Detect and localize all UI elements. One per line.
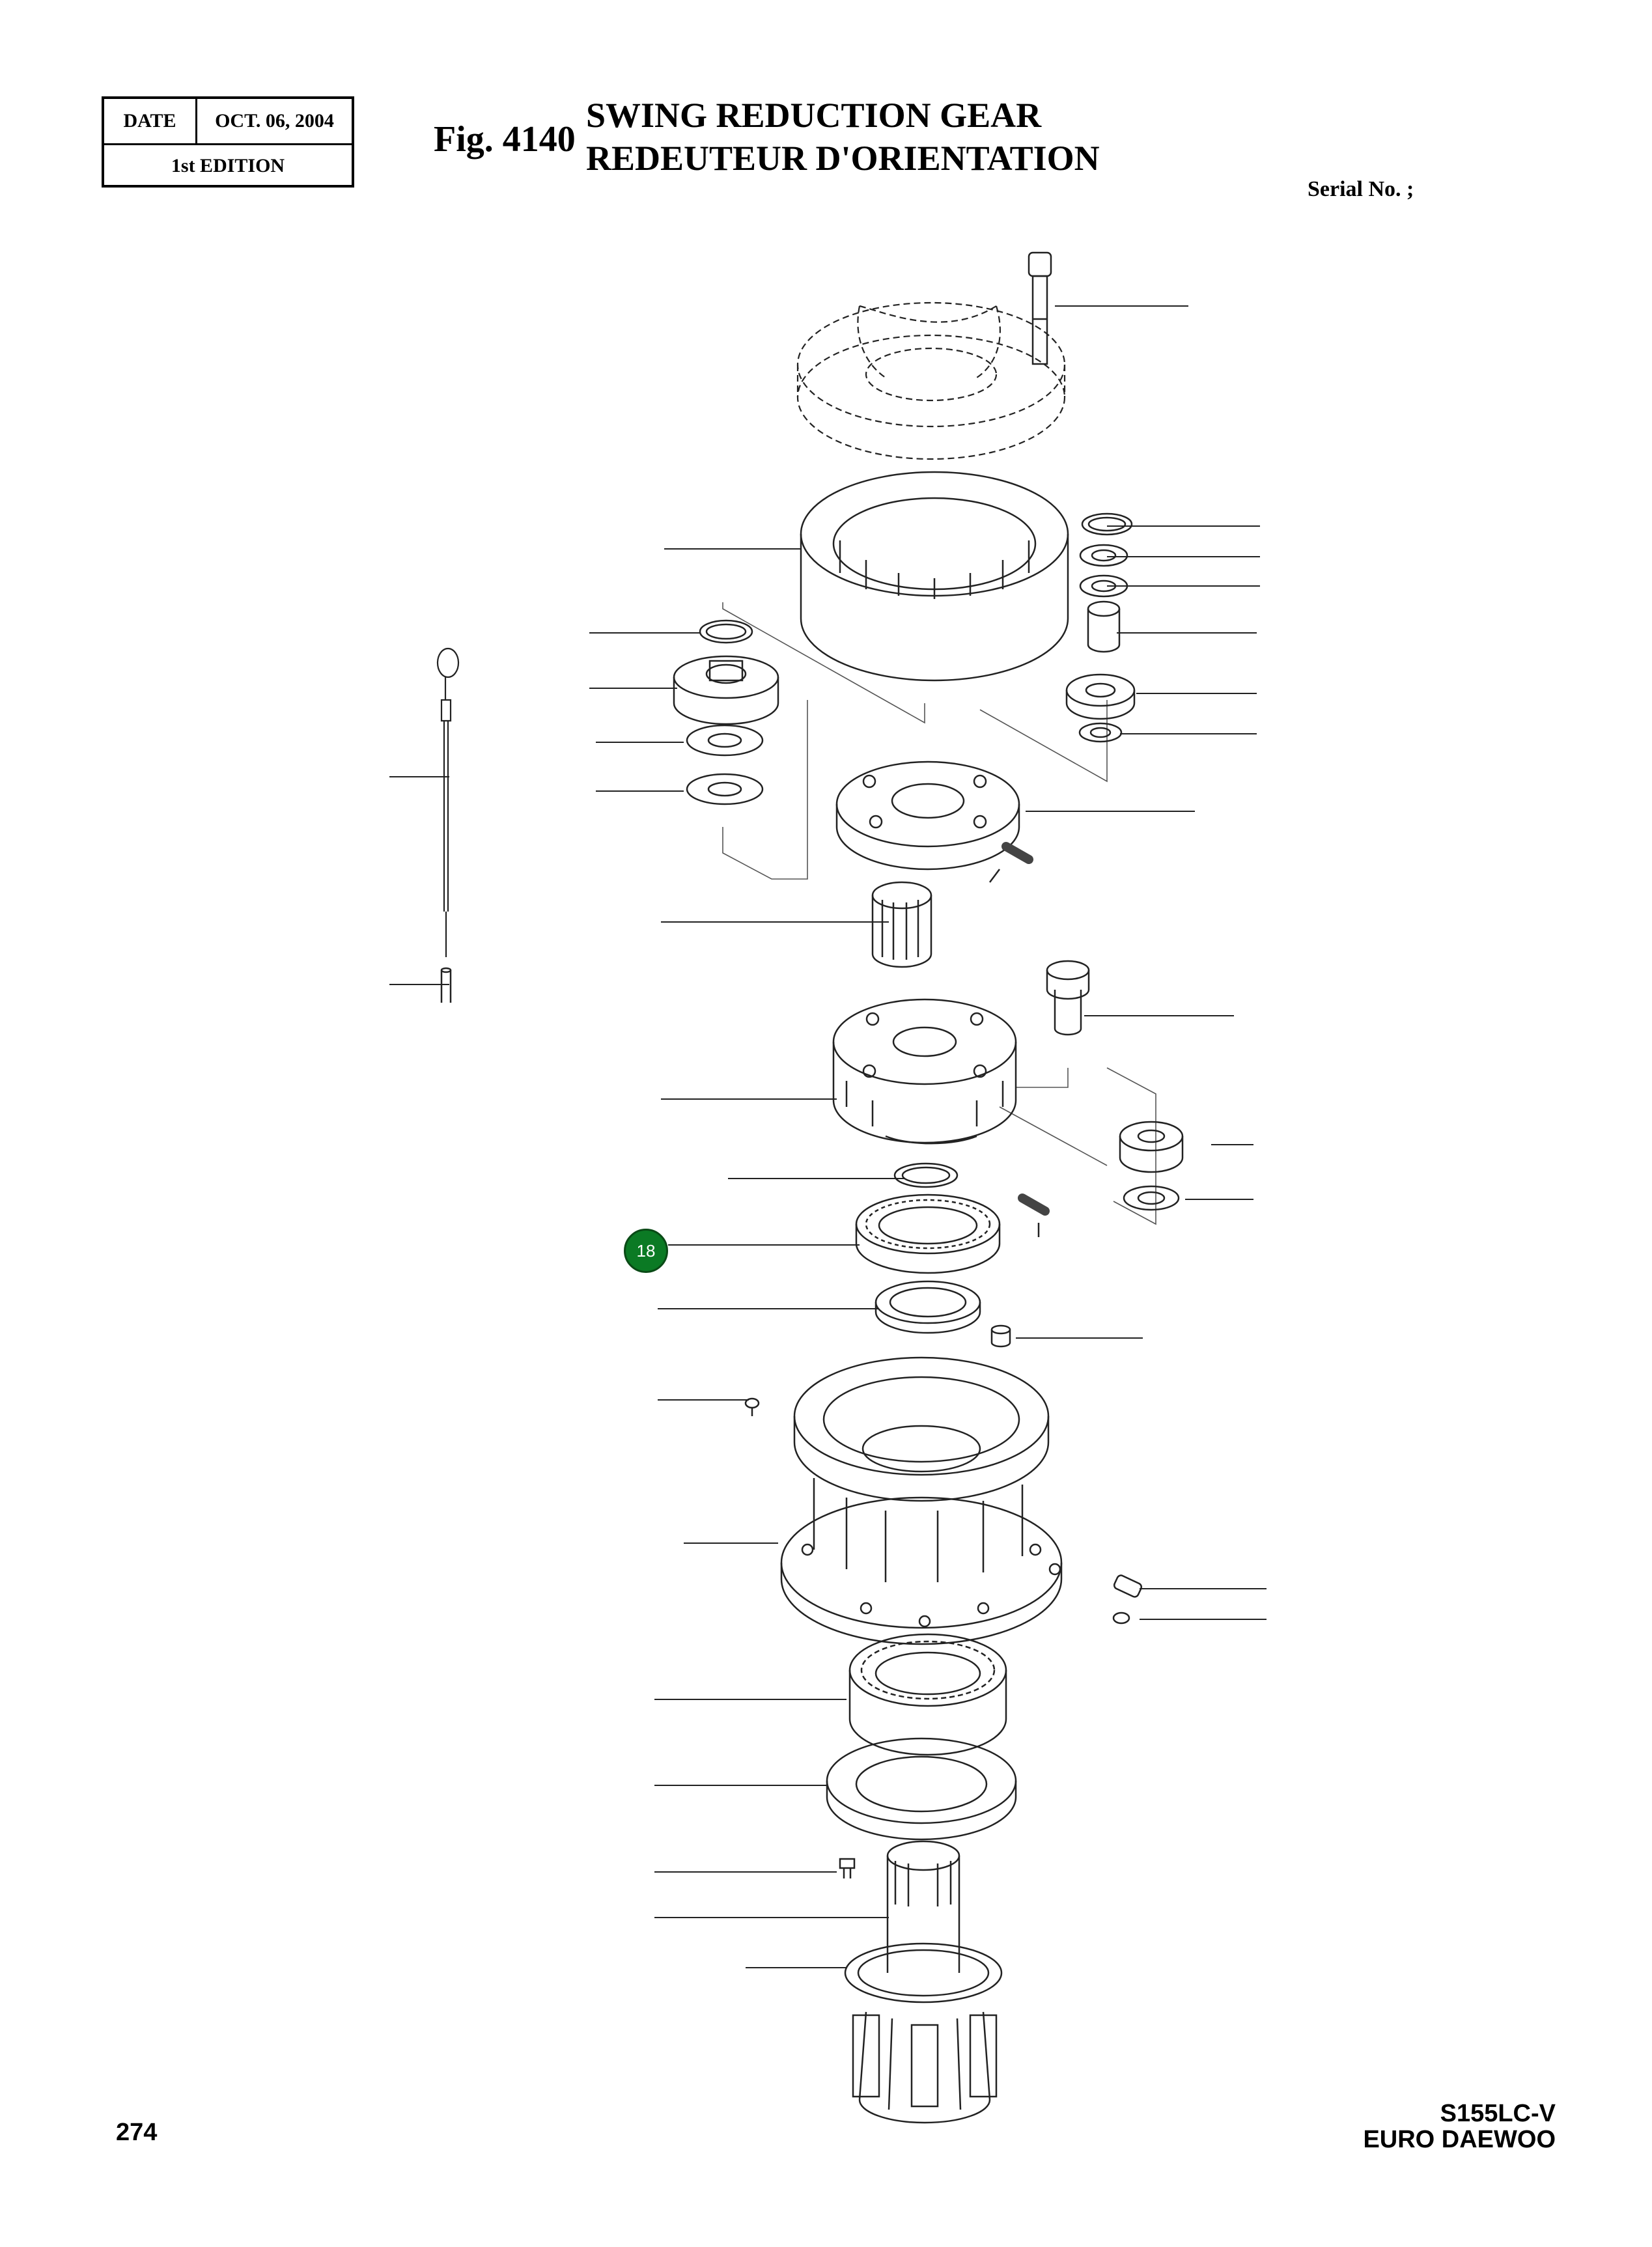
planet-carrier-1: [837, 762, 1019, 869]
date-row: DATE OCT. 06, 2004: [104, 99, 352, 145]
manufacturer-name: EURO DAEWOO: [1363, 2126, 1556, 2153]
callout-badge-18[interactable]: 18: [624, 1229, 668, 1273]
spring-pin-2: [1022, 1198, 1045, 1237]
grease-nipple-right: [1113, 1613, 1129, 1623]
oil-seal: [876, 1281, 980, 1333]
snap-ring-top-right: [1082, 514, 1132, 535]
planet-gear-small-2: [1120, 1122, 1183, 1172]
thrust-washer-left-2: [687, 774, 763, 804]
cover-plate: [827, 1738, 1016, 1839]
motor-flange: [798, 303, 1065, 459]
thrust-washer-left-1: [687, 725, 763, 755]
page-number: 274: [116, 2119, 158, 2146]
figure-number: Fig. 4140: [434, 119, 576, 160]
bolt-long: [1029, 253, 1051, 364]
date-value: OCT. 06, 2004: [215, 110, 334, 132]
edition-label: 1st EDITION: [171, 155, 285, 176]
model-info: S155LC-V EURO DAEWOO: [1363, 2100, 1556, 2153]
serial-number: Serial No. ;: [1308, 177, 1414, 201]
plug-screw-right: [1113, 1574, 1143, 1598]
thrust-washer-right-2: [1080, 576, 1127, 596]
planet-pin: [1047, 961, 1089, 1035]
leader-lines: [389, 306, 1267, 1968]
snap-ring-left: [700, 621, 752, 643]
washer-small-right: [1080, 723, 1121, 742]
date-edition-box: DATE OCT. 06, 2004 1st EDITION: [102, 96, 354, 188]
thrust-washer-right-1: [1080, 545, 1127, 566]
grease-nipple-left: [746, 1399, 759, 1416]
ring-gear: [801, 472, 1068, 680]
sun-gear-1: [873, 882, 931, 967]
assembly-guides: [723, 602, 1156, 1224]
planet-carrier-2: [833, 999, 1016, 1143]
dipstick-pipe: [441, 968, 451, 1003]
cover-bolt: [840, 1859, 854, 1878]
planet-gear-small-right: [1067, 675, 1134, 719]
bushing-sleeve: [1088, 602, 1119, 652]
spring-pin-1: [990, 846, 1029, 882]
taper-roller-bearing: [856, 1195, 1000, 1273]
washer-small-2: [1124, 1186, 1179, 1210]
date-label: DATE: [104, 99, 197, 143]
title-french: REDEUTEUR D'ORIENTATION: [586, 139, 1100, 178]
model-code: S155LC-V: [1440, 2100, 1556, 2127]
planet-gear-left: [674, 656, 778, 724]
gear-housing: [781, 1358, 1061, 1644]
lower-roller-bearing: [850, 1634, 1006, 1755]
plug-small: [992, 1326, 1010, 1347]
pinion-shaft: [845, 1841, 1001, 2123]
dipstick: [438, 649, 458, 957]
title-english: SWING REDUCTION GEAR: [586, 96, 1042, 135]
snap-ring-center: [895, 1164, 957, 1187]
